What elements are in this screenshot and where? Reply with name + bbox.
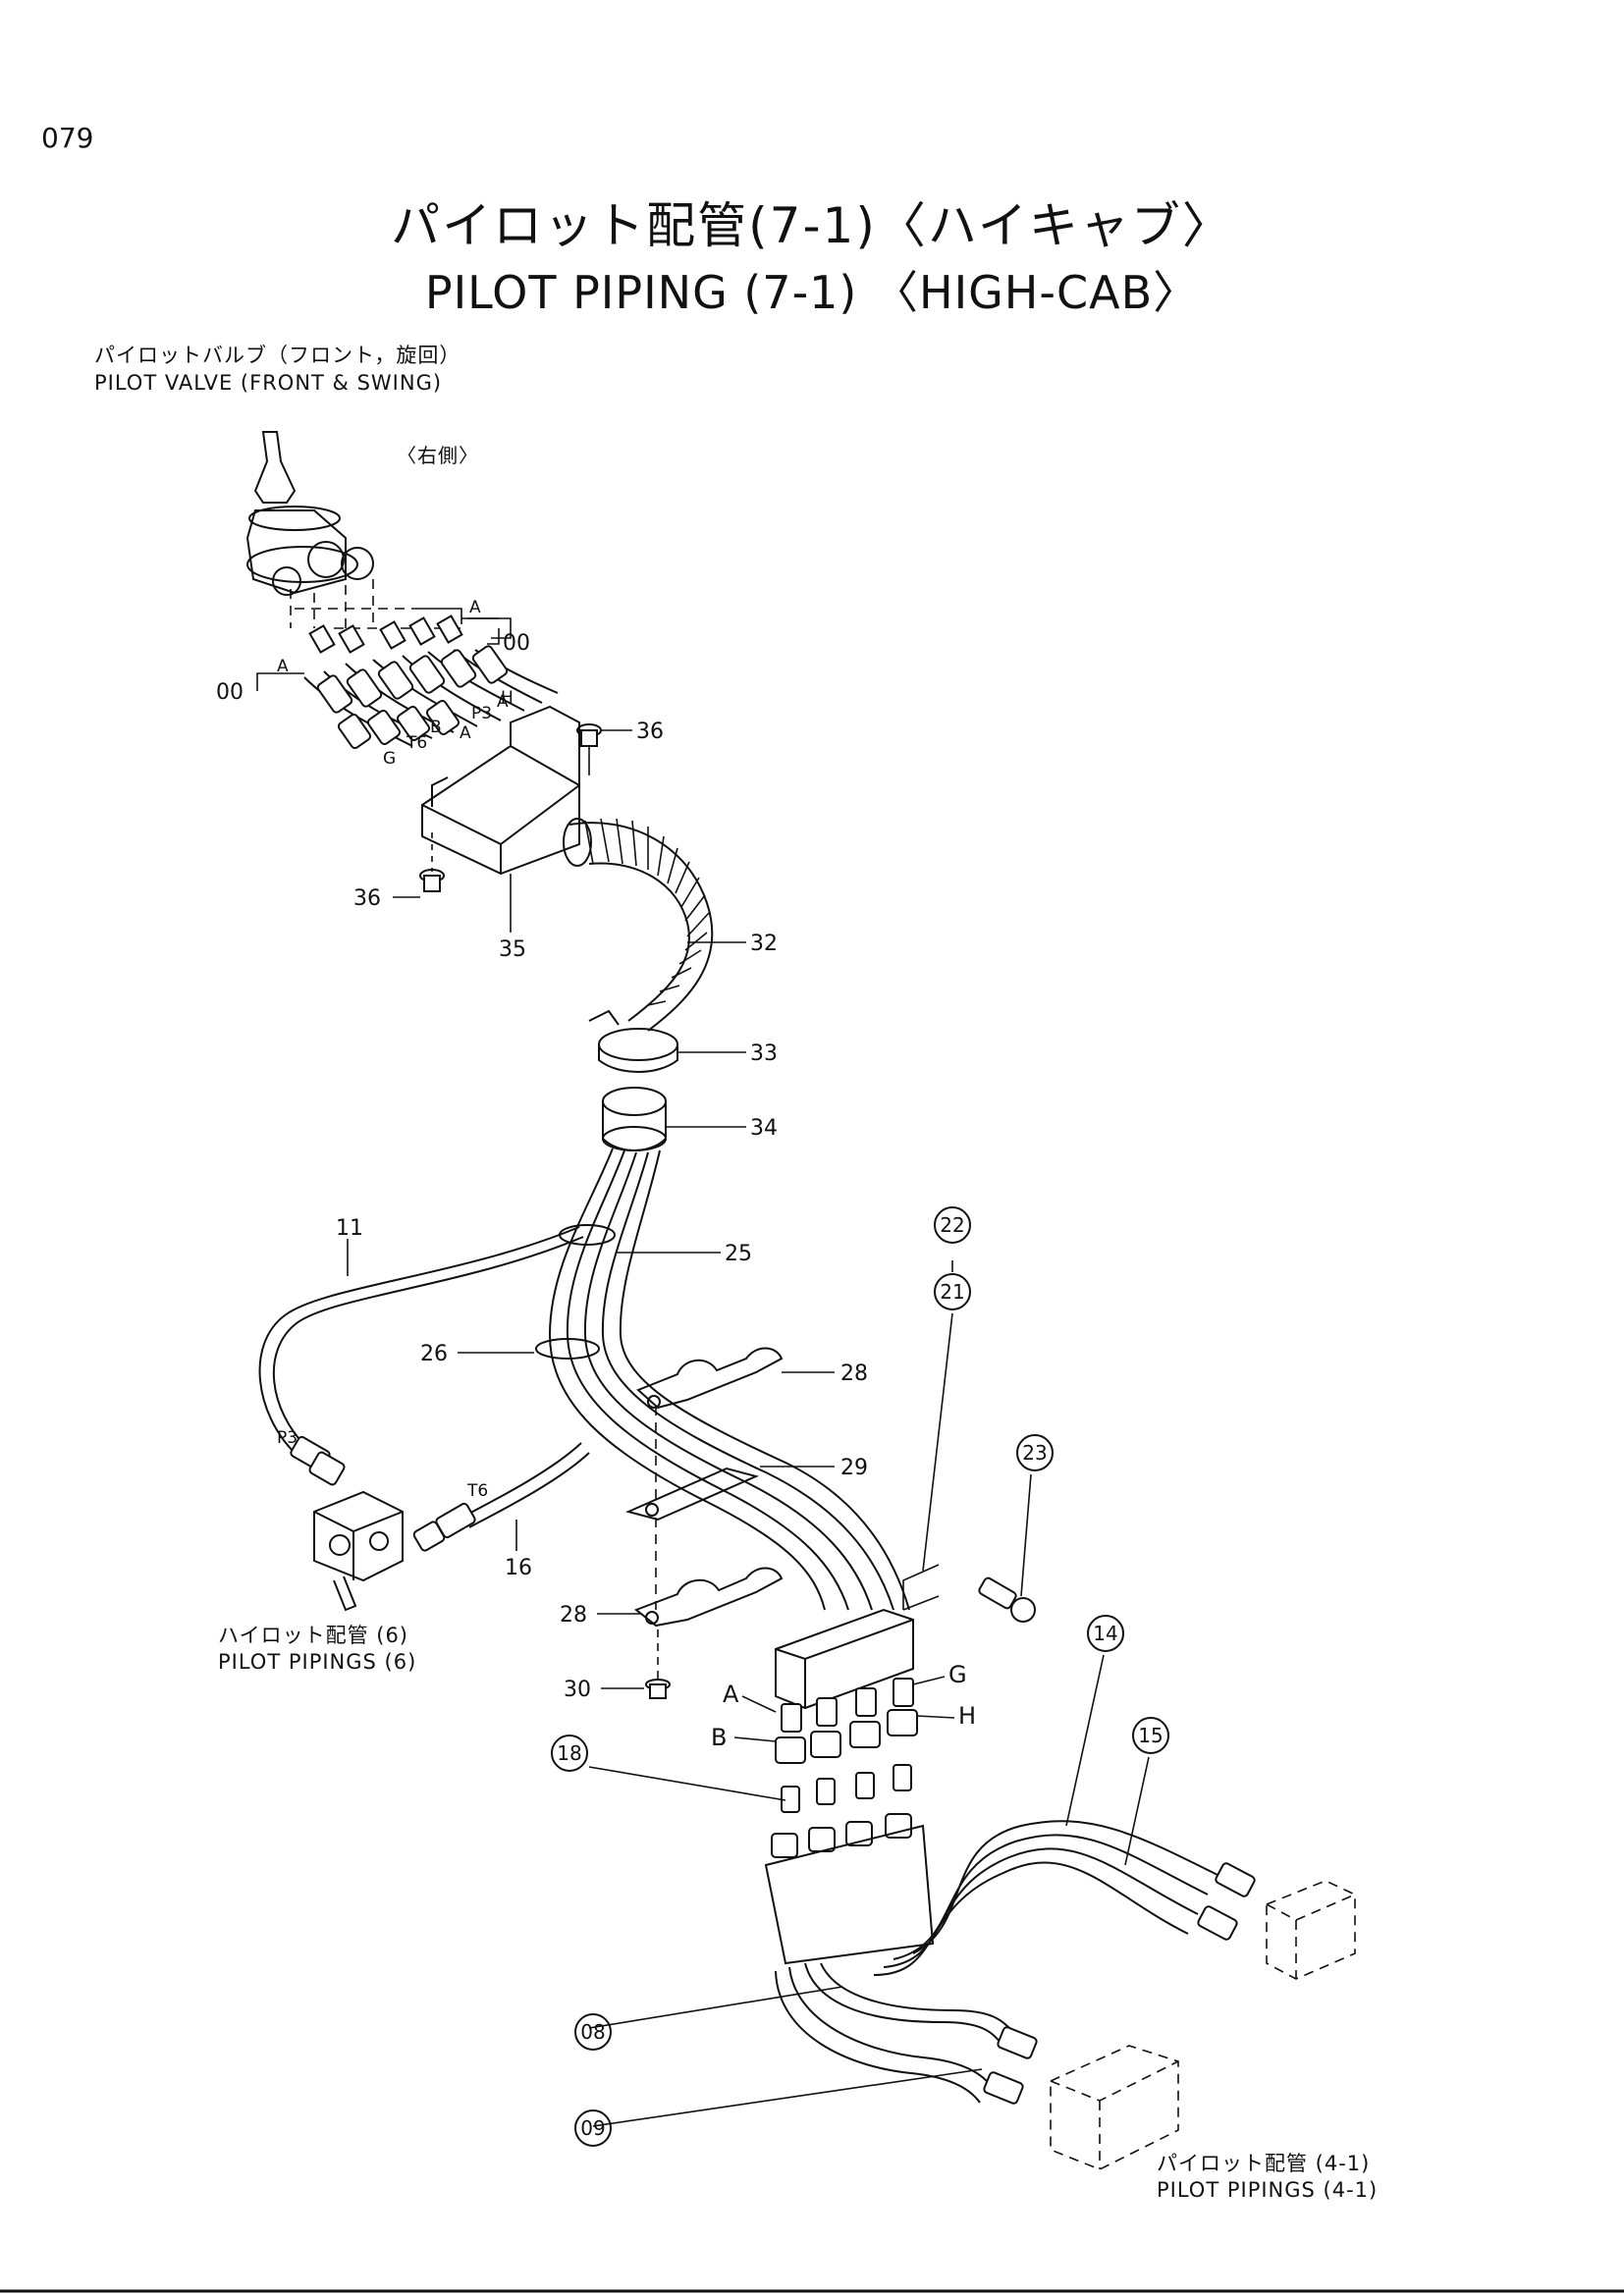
port-letter-h-block: H — [958, 1702, 976, 1730]
circled-label-18: 18 — [551, 1735, 588, 1772]
pilot-pipings-6-caption-en: PILOT PIPINGS (6) — [218, 1650, 417, 1674]
port-letter-b-upper: B — [430, 718, 442, 737]
circled-label-09: 09 — [574, 2109, 612, 2147]
port-letter-g-upper: G — [383, 749, 396, 769]
bolt-23 — [978, 1576, 1036, 1623]
port-letter-p3: P3 — [471, 704, 492, 723]
pilot-piping-4-1-block-upper — [1266, 1880, 1356, 1980]
port-letter-h-upper: H — [501, 688, 514, 708]
part-label-28-lower: 28 — [560, 1603, 587, 1628]
part-label-34: 34 — [750, 1116, 778, 1141]
svg-text:18: 18 — [557, 1741, 581, 1765]
circled-label-08: 08 — [574, 2013, 612, 2051]
part-label-29: 29 — [840, 1456, 868, 1480]
pilot-valve-caption-en: PILOT VALVE (FRONT & SWING) — [94, 371, 443, 395]
pilot-piping-6-component — [313, 1490, 404, 1612]
circled-label-21: 21 — [934, 1273, 971, 1310]
clamp-33 — [588, 1009, 678, 1073]
port-letter-b-block: B — [711, 1724, 727, 1751]
port-letter-a-mid: A — [460, 723, 471, 743]
part-label-30: 30 — [564, 1678, 591, 1702]
part-label-33: 33 — [750, 1041, 778, 1066]
page-title-japanese: パイロット配管(7-1)〈ハイキャブ〉 — [391, 197, 1233, 254]
part-label-26: 26 — [420, 1342, 448, 1366]
port-letter-t6-hose: T6 — [466, 1481, 488, 1501]
circled-label-22: 22 — [934, 1206, 971, 1244]
part-number-labels: 00 00 36 36 35 32 33 34 25 11 26 28 29 2… — [216, 631, 868, 1702]
bolt-36-lower — [419, 832, 445, 892]
bolt-36-upper — [576, 723, 602, 775]
svg-text:14: 14 — [1093, 1622, 1117, 1645]
grommet-34 — [602, 1087, 667, 1151]
part-label-36-lower: 36 — [353, 886, 381, 911]
hose-11 — [258, 1226, 584, 1486]
pilot-pipings-4-1-caption-en: PILOT PIPINGS (4-1) — [1157, 2178, 1379, 2202]
pilot-piping-4-1-block-lower — [1050, 2045, 1179, 2170]
svg-text:08: 08 — [580, 2020, 605, 2044]
block-port-leaders — [733, 1676, 955, 1742]
valve-hose-bundle — [303, 645, 559, 750]
port-letter-g-block: G — [948, 1661, 967, 1688]
page-title-english: PILOT PIPING (7-1) 〈HIGH-CAB〉 — [424, 266, 1200, 319]
svg-text:23: 23 — [1022, 1441, 1047, 1465]
port-letter-t6-upper: T6 — [406, 733, 427, 753]
bolt-30 — [645, 1629, 671, 1699]
part-label-00-left: 00 — [216, 680, 244, 705]
part-label-28-upper: 28 — [840, 1362, 868, 1386]
port-letters: A A A A P3 H B T6 G P3 T6 — [277, 598, 514, 1501]
pilot-pipings-6-caption-jp: ハイロット配管 (6) — [218, 1624, 409, 1647]
port-letter-a-upper: A — [469, 598, 481, 617]
port-letter-a-right: A — [497, 692, 509, 712]
port-letter-a-block: A — [723, 1681, 739, 1708]
block-port-letters: A B G H — [711, 1661, 976, 1751]
svg-text:09: 09 — [580, 2116, 605, 2140]
part-label-00-right: 00 — [503, 631, 530, 656]
circled-label-15: 15 — [1132, 1717, 1169, 1754]
port-letter-p3-hose: P3 — [277, 1428, 298, 1448]
clamp-28-upper — [636, 1347, 784, 1410]
adapters-18 — [781, 1764, 912, 1813]
pilot-pipings-4-1-caption-jp: パイロット配管 (4-1) — [1157, 2152, 1371, 2175]
svg-text:15: 15 — [1138, 1724, 1163, 1747]
corrugated-boot-32 — [563, 818, 714, 1032]
part-label-11: 11 — [336, 1216, 363, 1241]
pilot-valve-caption-jp: パイロットバルブ（フロント，旋回） — [94, 344, 461, 367]
right-side-caption: 〈右側〉 — [397, 444, 479, 467]
hoses-08-09 — [775, 1962, 1038, 2105]
circled-part-numbers: 22 21 23 14 15 18 — [551, 1206, 1169, 2147]
hose-16 — [412, 1442, 590, 1552]
leader-lines — [256, 617, 1150, 2127]
page-number: 079 — [41, 122, 94, 154]
circled-label-14: 14 — [1087, 1615, 1124, 1652]
part-label-25: 25 — [725, 1242, 752, 1266]
plate-29 — [624, 1467, 760, 1522]
part-label-36-upper: 36 — [636, 720, 664, 744]
port-letter-a-left: A — [277, 657, 289, 676]
circled-label-23: 23 — [1016, 1434, 1054, 1471]
lower-fittings — [764, 1813, 935, 1965]
hoses-14-15 — [873, 1820, 1256, 1976]
pilot-valve-illustration — [245, 431, 580, 876]
part-label-16: 16 — [505, 1556, 532, 1580]
part-label-35: 35 — [499, 937, 526, 962]
junction-block — [775, 1564, 940, 1764]
valve-port-fittings-upper — [308, 614, 463, 654]
clamp-28-lower — [634, 1567, 784, 1628]
svg-text:22: 22 — [940, 1213, 964, 1237]
svg-text:21: 21 — [940, 1280, 964, 1304]
part-label-32: 32 — [750, 932, 778, 956]
